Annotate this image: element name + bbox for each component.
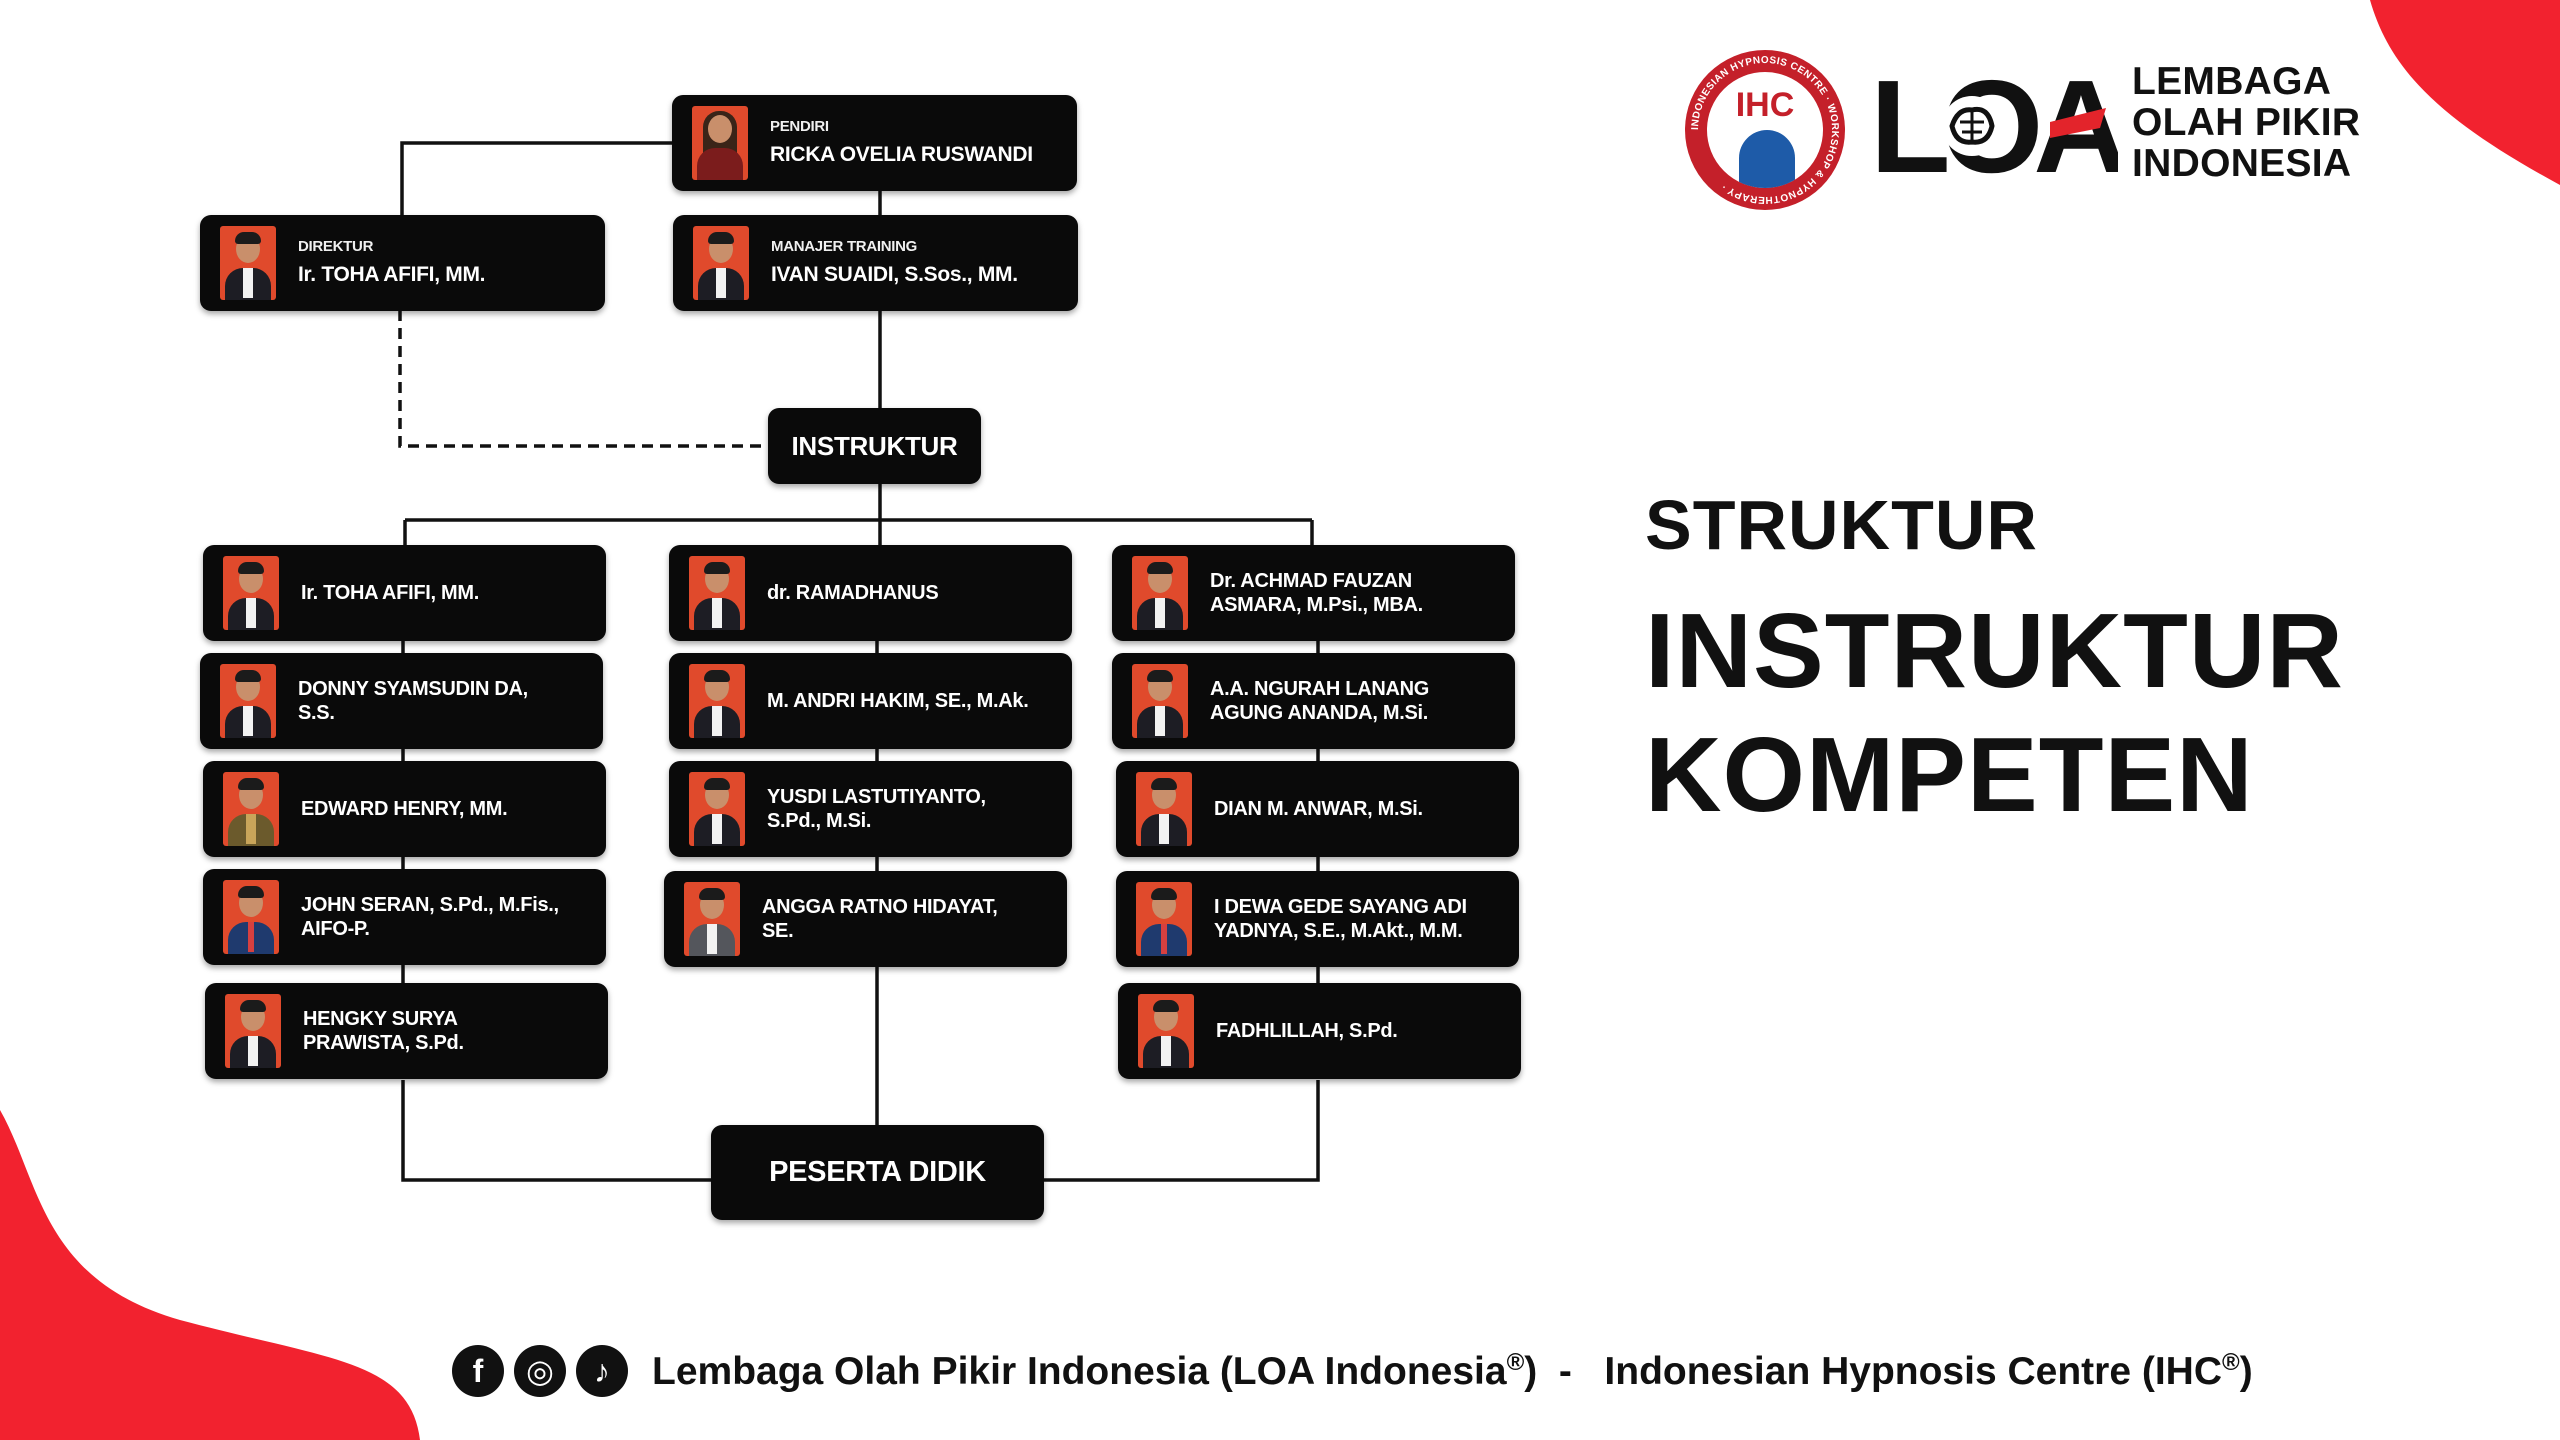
- person-credentials: S.S.: [298, 702, 335, 724]
- person-photo: [220, 226, 276, 300]
- peserta-label: PESERTA DIDIK: [769, 1156, 986, 1188]
- person-photo: [225, 994, 281, 1068]
- footer-text: Lembaga Olah Pikir Indonesia (LOA Indone…: [652, 1348, 2253, 1393]
- person-name: HENGKY SURYA: [303, 1008, 458, 1030]
- person-photo: [689, 772, 745, 846]
- person-credentials: ASMARA, M.Psi., MBA.: [1210, 594, 1423, 616]
- instructor-card: YUSDI LASTUTIYANTO,S.Pd., M.Si.: [669, 761, 1072, 857]
- person-photo: [689, 556, 745, 630]
- heading-kompeten: KOMPETEN: [1645, 716, 2254, 834]
- role-label: MANAJER TRAINING: [771, 238, 918, 256]
- footer-right-text: Indonesian Hypnosis Centre (IHC: [1604, 1349, 2223, 1393]
- instruktur-label: INSTRUKTUR: [791, 430, 958, 461]
- person-credentials: AGUNG ANANDA, M.Si.: [1210, 702, 1429, 724]
- person-name: RICKA OVELIA RUSWANDI: [770, 143, 1033, 167]
- person-photo: [1132, 664, 1188, 738]
- instructor-card: EDWARD HENRY, MM.: [203, 761, 606, 857]
- footer-bar: f ◎ ♪ Lembaga Olah Pikir Indonesia (LOA …: [452, 1345, 2253, 1397]
- footer-left-text: Lembaga Olah Pikir Indonesia (LOA Indone…: [652, 1349, 1507, 1393]
- instructor-card: M. ANDRI HAKIM, SE., M.Ak.: [669, 653, 1072, 749]
- loa-line2: OLAH PIKIR: [2132, 100, 2361, 144]
- instructor-card: DONNY SYAMSUDIN DA,S.S.: [200, 653, 603, 749]
- ihc-logo-text: IHC: [1735, 86, 1795, 124]
- footer-separator: -: [1537, 1349, 1605, 1393]
- person-photo: [693, 226, 749, 300]
- person-photo: [223, 880, 279, 954]
- instructor-card: ANGGA RATNO HIDAYAT,SE.: [664, 871, 1067, 967]
- org-node-manajer-training: MANAJER TRAINING IVAN SUAIDI, S.Sos., MM…: [673, 215, 1078, 311]
- heading-instruktur: INSTRUKTUR: [1645, 592, 2344, 710]
- loa-line3: INDONESIA: [2132, 141, 2352, 185]
- person-credentials: S.Pd., M.Si.: [767, 810, 872, 832]
- instructor-card: Ir. TOHA AFIFI, MM.: [203, 545, 606, 641]
- person-name: DONNY SYAMSUDIN DA,: [298, 678, 528, 700]
- person-name: YUSDI LASTUTIYANTO,: [767, 786, 986, 808]
- loa-logo: LOA LEMBAGA OLAH PIKIR INDONESIA: [1870, 60, 2361, 185]
- person-name: A.A. NGURAH LANANG: [1210, 678, 1430, 700]
- person-name: JOHN SERAN, S.Pd., M.Fis.,: [301, 894, 559, 916]
- person-photo: [1136, 772, 1192, 846]
- top-right-red-blob: [2370, 0, 2560, 185]
- person-name: EDWARD HENRY, MM.: [301, 798, 508, 820]
- org-node-instruktur: INSTRUKTUR: [768, 408, 981, 484]
- person-photo: [1138, 994, 1194, 1068]
- registered-mark: ®: [2222, 1348, 2240, 1376]
- person-credentials: YADNYA, S.E., M.Akt., M.M.: [1214, 920, 1463, 942]
- bottom-left-red-blob: [0, 1110, 420, 1440]
- person-name: FADHLILLAH, S.Pd.: [1216, 1020, 1398, 1042]
- person-photo: [1136, 882, 1192, 956]
- person-photo: [220, 664, 276, 738]
- org-node-peserta-didik: PESERTA DIDIK: [711, 1125, 1044, 1220]
- person-name: Ir. TOHA AFIFI, MM.: [298, 263, 486, 287]
- ihc-ring-label: INDONESIAN HYPNOSIS CENTRE · WORKSHOP & …: [1690, 55, 1840, 205]
- person-name: dr. RAMADHANUS: [767, 582, 939, 604]
- person-photo: [223, 772, 279, 846]
- person-photo: [689, 664, 745, 738]
- person-photo: [684, 882, 740, 956]
- person-name: M. ANDRI HAKIM, SE., M.Ak.: [767, 690, 1029, 712]
- instructor-card: FADHLILLAH, S.Pd.: [1118, 983, 1521, 1079]
- person-credentials: AIFO-P.: [301, 918, 370, 940]
- loa-mark-icon: LOA: [1870, 64, 2118, 182]
- tiktok-icon[interactable]: ♪: [576, 1345, 628, 1397]
- role-label: PENDIRI: [770, 118, 829, 136]
- instructor-card: JOHN SERAN, S.Pd., M.Fis.,AIFO-P.: [203, 869, 606, 965]
- org-node-direktur: DIREKTUR Ir. TOHA AFIFI, MM.: [200, 215, 605, 311]
- person-name: IVAN SUAIDI, S.Sos., MM.: [771, 263, 1018, 287]
- registered-mark: ®: [1506, 1348, 1525, 1376]
- loa-line1: LEMBAGA: [2132, 60, 2332, 103]
- org-node-pendiri: PENDIRI RICKA OVELIA RUSWANDI: [672, 95, 1077, 191]
- heading-struktur: STRUKTUR: [1645, 486, 2038, 564]
- person-credentials: SE.: [762, 920, 794, 942]
- head-silhouette-icon: [1739, 130, 1795, 188]
- person-name: Ir. TOHA AFIFI, MM.: [301, 582, 480, 604]
- person-photo: [223, 556, 279, 630]
- instructor-card: DIAN M. ANWAR, M.Si.: [1116, 761, 1519, 857]
- facebook-icon[interactable]: f: [452, 1345, 504, 1397]
- person-name: I DEWA GEDE SAYANG ADI: [1214, 896, 1467, 918]
- person-photo: [1132, 556, 1188, 630]
- ihc-ring-text: INDONESIAN HYPNOSIS CENTRE · WORKSHOP & …: [1690, 55, 1840, 205]
- ihc-logo: IHC INDONESIAN HYPNOSIS CENTRE · WORKSHO…: [1685, 50, 1845, 210]
- person-name: DIAN M. ANWAR, M.Si.: [1214, 798, 1423, 820]
- person-photo: [692, 106, 748, 180]
- person-credentials: PRAWISTA, S.Pd.: [303, 1032, 464, 1054]
- person-name: ANGGA RATNO HIDAYAT,: [762, 896, 998, 918]
- svg-text:INDONESIAN HYPNOSIS CENTRE · W: INDONESIAN HYPNOSIS CENTRE · WORKSHOP & …: [1690, 55, 1840, 205]
- instructor-card: dr. RAMADHANUS: [669, 545, 1072, 641]
- instagram-icon[interactable]: ◎: [514, 1345, 566, 1397]
- role-label: DIREKTUR: [298, 238, 374, 256]
- person-name: Dr. ACHMAD FAUZAN: [1210, 570, 1412, 592]
